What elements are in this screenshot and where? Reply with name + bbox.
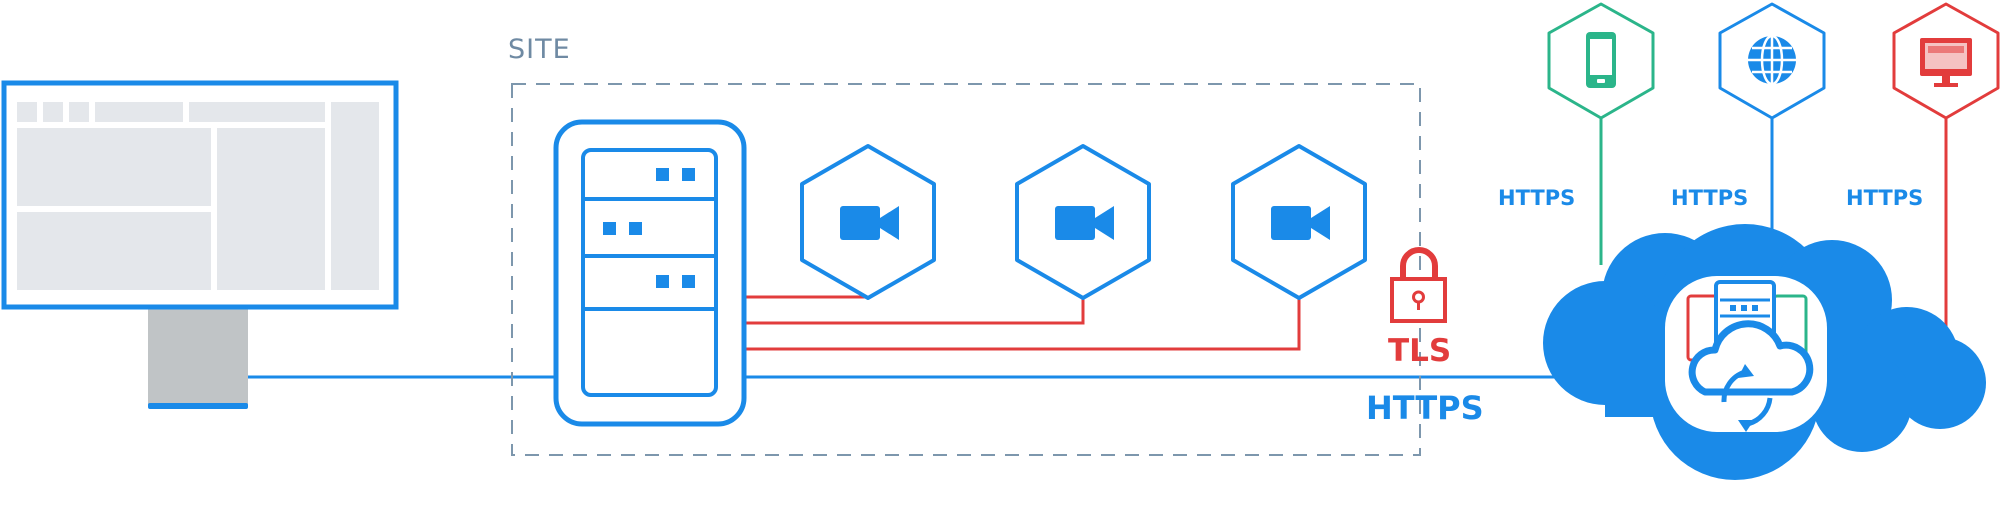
desktop-client-node (1892, 2, 2000, 120)
mobile-client-node (1547, 2, 1655, 120)
camera-node-1 (800, 144, 936, 300)
mobile-phone-icon (1586, 32, 1616, 88)
globe-icon (1748, 34, 1796, 86)
web-client-node (1718, 2, 1826, 120)
https-web-label: HTTPS (1671, 186, 1748, 210)
site-label: SITE (508, 34, 571, 65)
server-rack-icon (553, 119, 747, 427)
video-camera-icon (840, 206, 899, 240)
camera-3-link (745, 297, 1301, 351)
video-camera-icon (1055, 206, 1114, 240)
https-main-label: HTTPS (1366, 389, 1484, 427)
camera-1-link (745, 290, 870, 299)
camera-2-link (745, 297, 1085, 325)
https-mobile-label: HTTPS (1498, 186, 1575, 210)
padlock-icon (1390, 247, 1447, 323)
tls-label: TLS (1388, 333, 1451, 369)
desktop-monitor-icon (1, 80, 399, 409)
https-desktop-label: HTTPS (1846, 186, 1923, 210)
video-camera-icon (1271, 206, 1330, 240)
camera-node-3 (1231, 144, 1367, 300)
desktop-client-icon (1920, 38, 1972, 87)
cloud-service-icon (1543, 224, 1986, 480)
camera-node-2 (1015, 144, 1151, 300)
site-boundary (511, 83, 1421, 456)
